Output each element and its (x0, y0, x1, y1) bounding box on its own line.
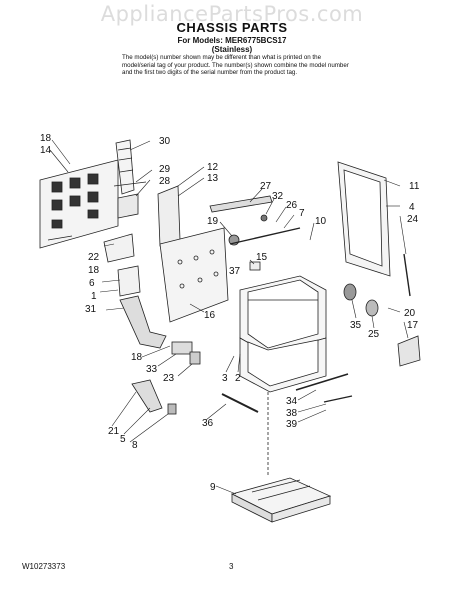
callout-label: 5 (120, 434, 126, 445)
callout-label: 26 (286, 200, 298, 211)
callout-label: 1 (91, 291, 97, 302)
callout-label: 22 (88, 252, 100, 263)
callout-label: 19 (207, 216, 219, 227)
bracket-part (119, 295, 167, 349)
drawer-part (230, 477, 332, 523)
callout-label: 37 (229, 266, 241, 277)
callout-label: 34 (286, 396, 298, 407)
callout-label: 3 (222, 373, 228, 384)
side-panel-part (159, 227, 229, 323)
callout-label: 11 (409, 181, 420, 192)
callout-label: 30 (159, 136, 171, 147)
callout-label: 14 (40, 145, 52, 156)
callout-label: 7 (299, 208, 305, 219)
callout-label: 4 (409, 202, 415, 213)
watermark: AppliancePartsPros.com (100, 2, 364, 26)
callout-label: 31 (85, 304, 97, 315)
callout-label: 16 (204, 310, 216, 321)
callout-label: 32 (272, 191, 284, 202)
models-line: For Models: MER6775BCS17 (177, 36, 287, 45)
callout-label: 18 (88, 265, 100, 276)
callout-label: 28 (159, 176, 171, 187)
callout-label: 2 (235, 373, 241, 384)
callout-label: 6 (89, 278, 95, 289)
model-notice: The model(s) number shown may be differe… (122, 54, 349, 76)
callout-label: 39 (286, 419, 298, 430)
callout-label: 17 (407, 320, 419, 331)
callout-label: 23 (163, 373, 175, 384)
callout-label: 38 (286, 408, 298, 419)
callout-label: 10 (315, 216, 327, 227)
callout-label: 33 (146, 364, 158, 375)
callout-label: 15 (256, 252, 268, 263)
callout-label: 18 (131, 352, 143, 363)
page-number: 3 (229, 562, 234, 571)
callout-label: 35 (350, 320, 362, 331)
callout-labels: 18 14 30 29 28 12 13 27 32 26 7 19 15 37… (40, 133, 420, 493)
callout-label: 20 (404, 308, 416, 319)
callout-label: 8 (132, 440, 138, 451)
finish-label: (Stainless) (211, 45, 253, 54)
callout-label: 18 (40, 133, 52, 144)
callout-label: 12 (207, 162, 219, 173)
callout-label: 24 (407, 214, 419, 225)
callout-label: 9 (210, 482, 216, 493)
back-panel-part (39, 159, 119, 249)
duct-part (115, 139, 135, 195)
callout-label: 21 (108, 426, 120, 437)
callout-label: 29 (159, 164, 171, 175)
insulation-part (157, 185, 181, 247)
callout-label: 13 (207, 173, 219, 184)
document-number: W10273373 (22, 562, 66, 571)
oven-cavity-lower (239, 337, 327, 393)
callout-label: 27 (260, 181, 272, 192)
callout-label: 36 (202, 418, 214, 429)
plate-part (117, 193, 139, 219)
page-title: CHASSIS PARTS (176, 20, 288, 35)
callout-label: 25 (368, 329, 380, 340)
